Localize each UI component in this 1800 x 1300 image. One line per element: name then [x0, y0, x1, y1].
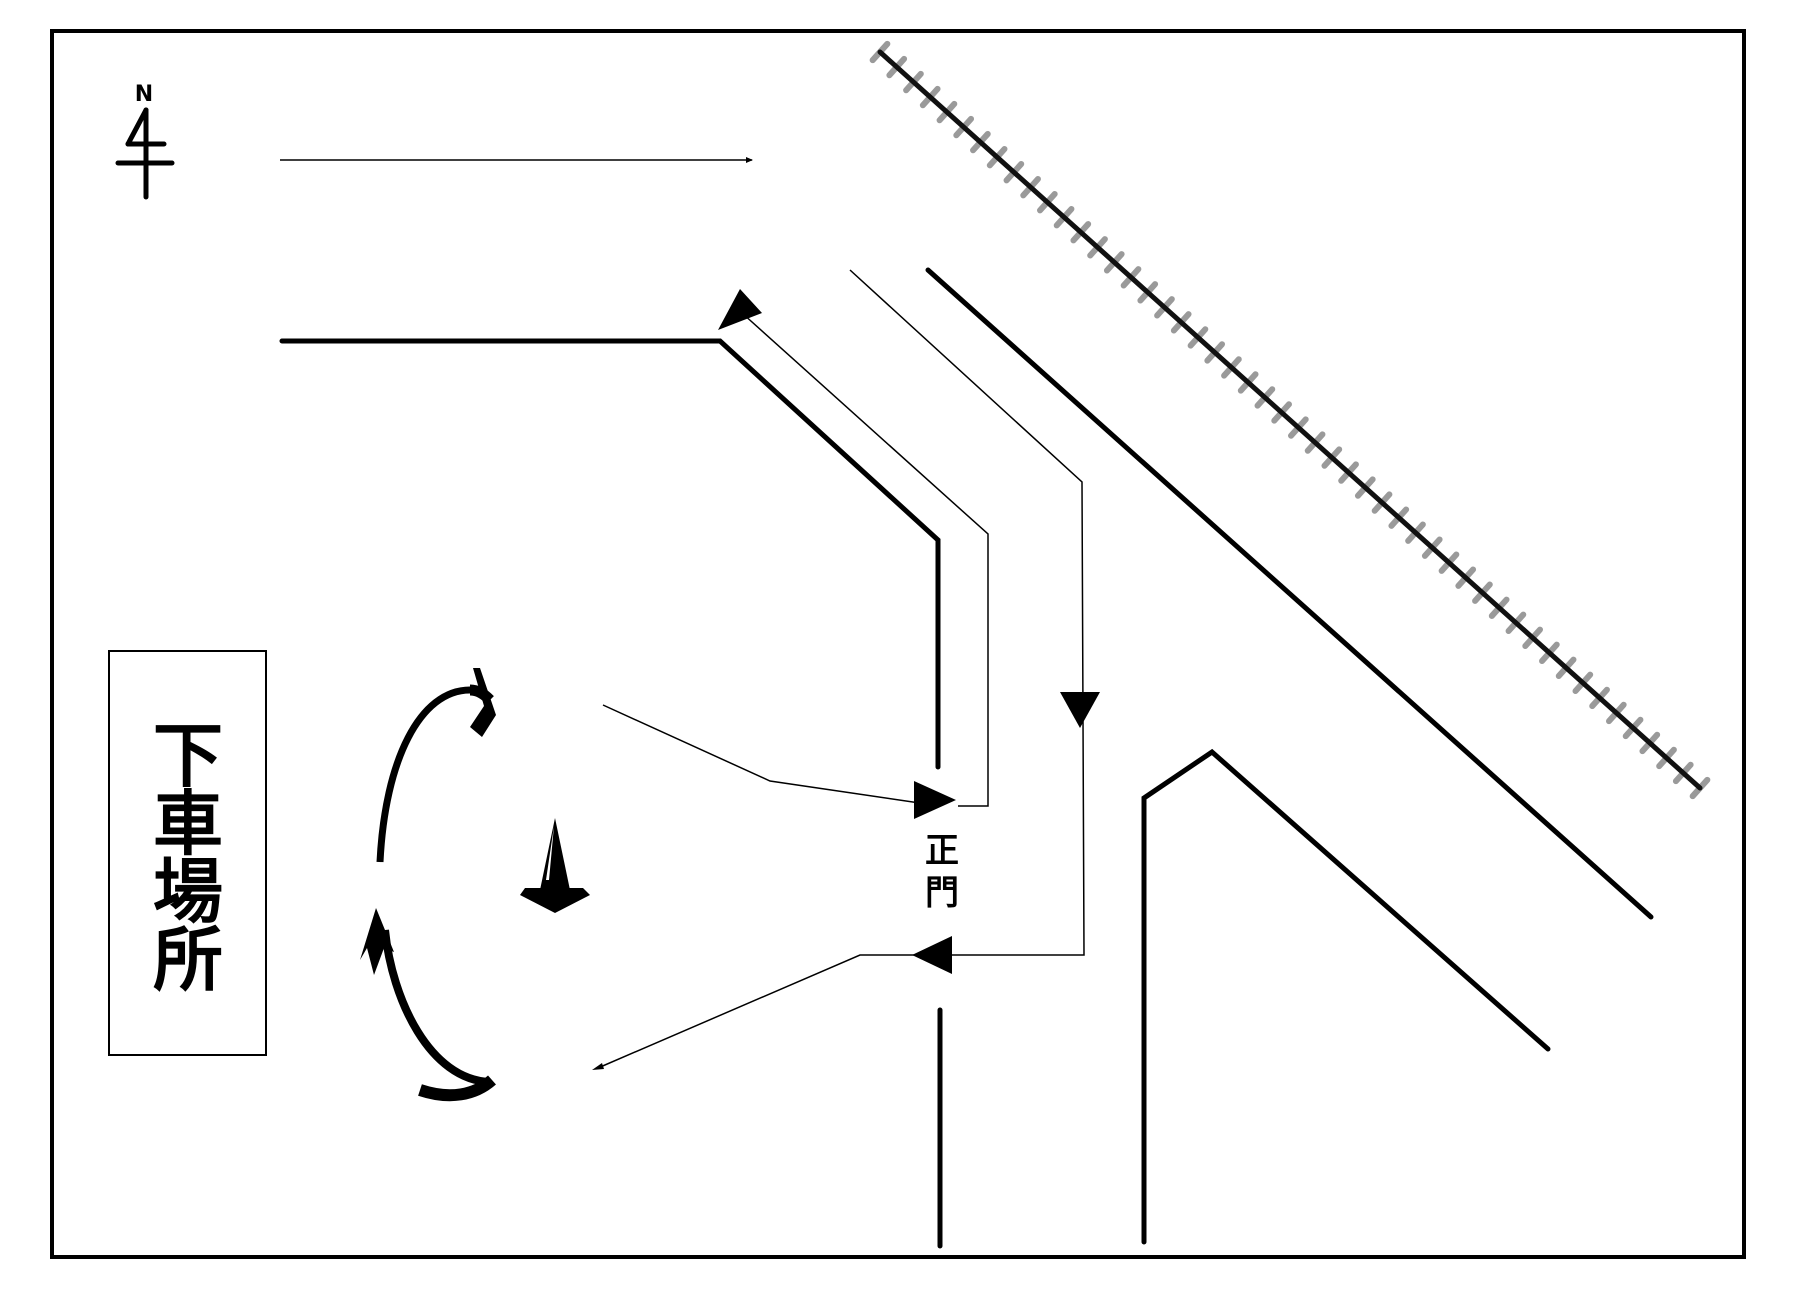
dropoff-sign-text: 下 車 場 所: [153, 715, 223, 1001]
entry-arrowhead-down: [1060, 692, 1100, 728]
dropoff-approach-line: [602, 704, 941, 807]
dropoff-leave-line: [597, 954, 922, 1069]
main-gate-label: 正 門: [925, 831, 959, 913]
road-edges: [279, 267, 1654, 1249]
road-edge-rail-side: [925, 267, 1654, 920]
railway-line: [877, 49, 1703, 791]
north-arrow-icon: N: [115, 82, 175, 200]
road-edge-south-block: [1141, 748, 1551, 1245]
dropoff-char-3: 場: [153, 851, 223, 933]
exit-route-line: [741, 312, 989, 807]
gate-arrowhead-out: [912, 936, 952, 974]
gate-char-1: 正: [925, 831, 959, 871]
traffic-flow-lines: [597, 269, 1085, 1069]
gate-char-2: 門: [925, 873, 959, 913]
dropoff-char-1: 下: [153, 715, 223, 797]
map-frame: [50, 29, 1746, 1259]
north-label: N: [135, 82, 153, 107]
exit-arrowhead-nw: [718, 289, 762, 330]
gate-arrowhead-in: [914, 781, 956, 819]
road-edge-west: [279, 338, 941, 770]
traffic-cone-icon: [520, 818, 590, 913]
u-turn-arrowheads: [360, 668, 496, 975]
direction-arrowheads: [718, 289, 1100, 974]
railway-track-icon: [869, 40, 1711, 800]
dropoff-sign-box: [108, 650, 267, 1056]
entry-route-line: [849, 269, 1085, 956]
dropoff-char-2: 車: [153, 783, 223, 865]
u-turn-arrows-icon: [376, 684, 496, 1102]
leave-arrowhead: [592, 1063, 604, 1070]
dropoff-char-4: 所: [153, 919, 223, 1001]
